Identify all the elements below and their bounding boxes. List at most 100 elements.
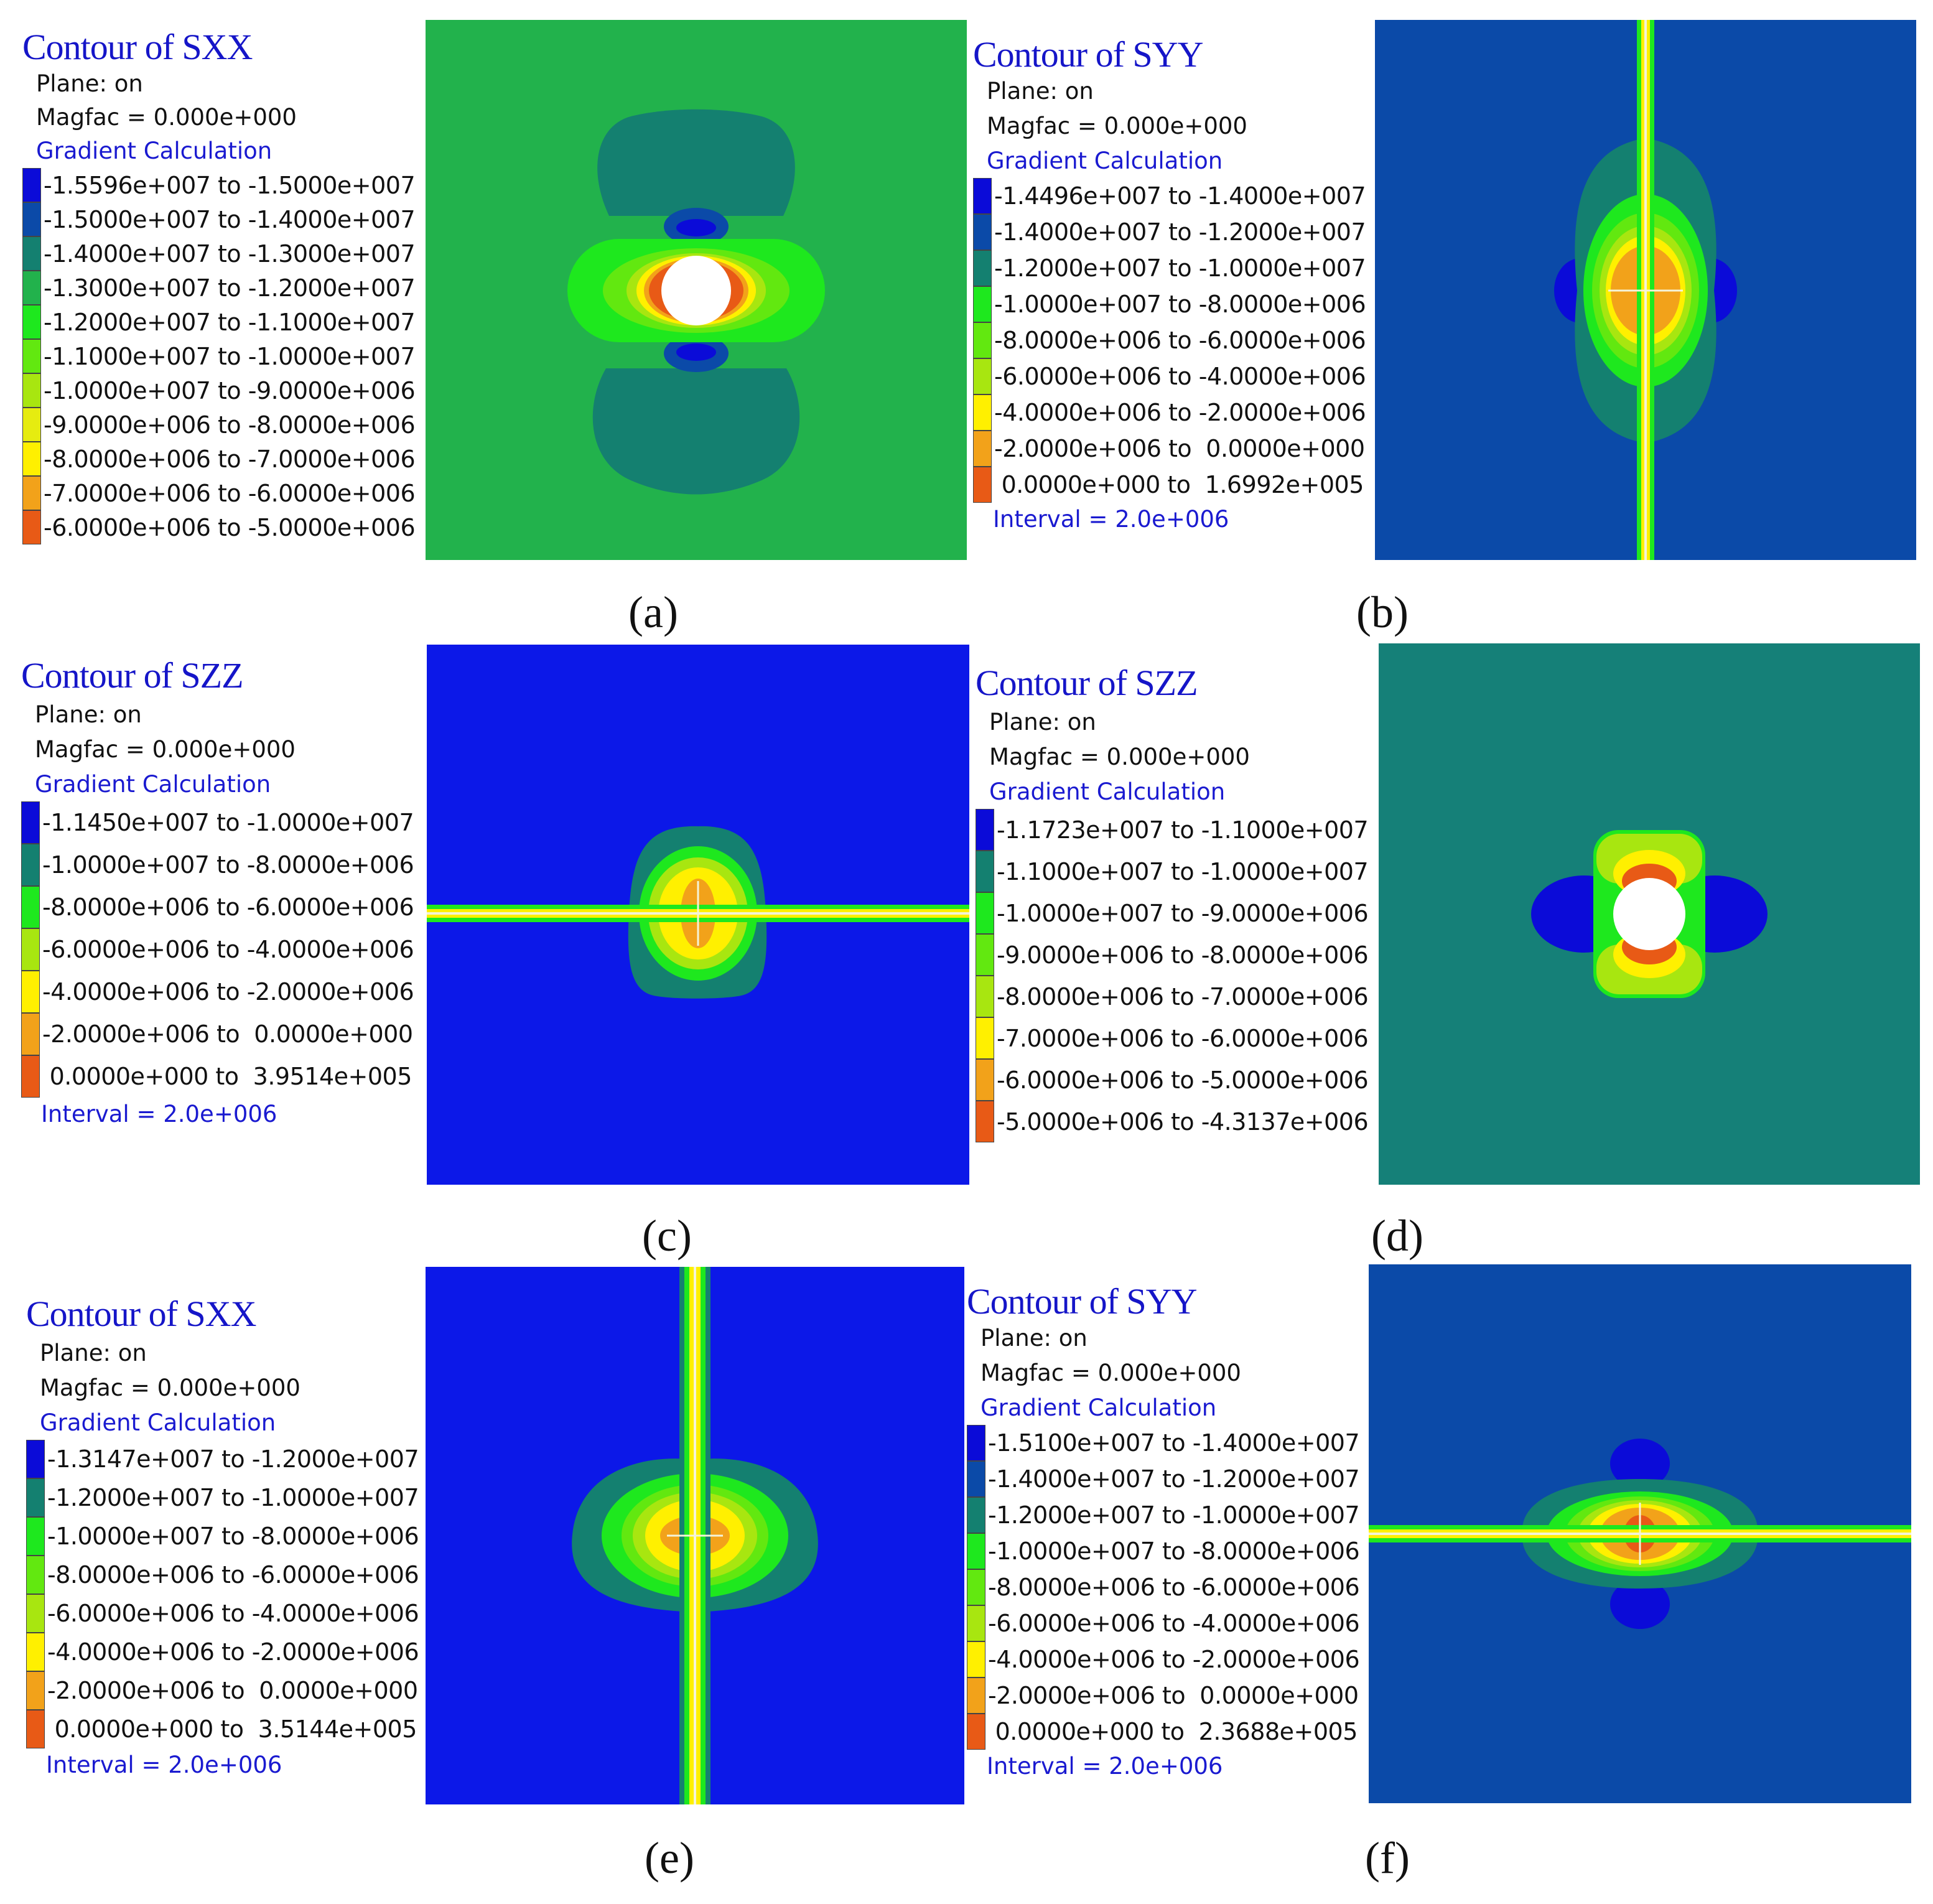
legend-swatch xyxy=(967,1533,985,1569)
legend-range-label: 0.0000e+000 to 2.3688e+005 xyxy=(988,1718,1358,1745)
caption-d: (d) xyxy=(1371,1211,1423,1261)
legend-row: -8.0000e+006 to -6.0000e+006 xyxy=(973,322,1366,358)
legend-swatch xyxy=(26,1633,45,1671)
magfac-value: Magfac = 0.000e+000 xyxy=(987,113,1247,139)
legend-range-label: -1.0000e+007 to -8.0000e+006 xyxy=(988,1538,1360,1565)
legend-row: -1.5000e+007 to -1.4000e+007 xyxy=(22,202,416,236)
legend-row: -6.0000e+006 to -4.0000e+006 xyxy=(973,358,1366,394)
legend-row: -8.0000e+006 to -6.0000e+006 xyxy=(21,886,414,928)
legend-rows: -1.1723e+007 to -1.1000e+007-1.1000e+007… xyxy=(976,809,1369,1142)
legend-range-label: -4.0000e+006 to -2.0000e+006 xyxy=(47,1638,419,1666)
legend-row: -4.0000e+006 to -2.0000e+006 xyxy=(21,971,414,1013)
legend-row: -1.0000e+007 to -8.0000e+006 xyxy=(973,286,1366,322)
caption-a: (a) xyxy=(628,587,678,637)
legend-row: -8.0000e+006 to -7.0000e+006 xyxy=(976,976,1369,1017)
legend-swatch xyxy=(976,934,994,976)
caption-f: (f) xyxy=(1365,1833,1410,1883)
legend-range-label: -1.1723e+007 to -1.1000e+007 xyxy=(997,816,1369,844)
legend-row: -6.0000e+006 to -5.0000e+006 xyxy=(22,510,416,544)
legend-swatch xyxy=(22,510,41,544)
legend-range-label: -1.4000e+007 to -1.3000e+007 xyxy=(44,240,416,268)
contour-patch xyxy=(676,219,716,236)
legend-row: -2.0000e+006 to 0.0000e+000 xyxy=(973,431,1366,467)
legend-swatch xyxy=(967,1641,985,1678)
legend-range-label: -1.2000e+007 to -1.0000e+007 xyxy=(994,254,1366,282)
plane-status: Plane: on xyxy=(36,70,143,97)
legend-row: -1.3000e+007 to -1.2000e+007 xyxy=(22,271,416,305)
borehole xyxy=(661,256,731,325)
borehole xyxy=(1613,878,1685,950)
legend-range-label: -1.0000e+007 to -8.0000e+006 xyxy=(994,291,1366,318)
legend-row: -1.4000e+007 to -1.2000e+007 xyxy=(967,1461,1360,1497)
legend-swatch xyxy=(22,408,41,442)
legend-swatch xyxy=(22,271,41,305)
gradient-label: Gradient Calculation xyxy=(980,1394,1217,1421)
contour-lobe-bottom xyxy=(592,368,800,495)
legend-row: -8.0000e+006 to -6.0000e+006 xyxy=(26,1556,419,1594)
legend-f: Contour of SYY Plane: on Magfac = 0.000e… xyxy=(967,1281,1360,1780)
legend-row: -1.1450e+007 to -1.0000e+007 xyxy=(21,801,414,844)
legend-range-label: -1.4000e+007 to -1.2000e+007 xyxy=(994,218,1366,246)
legend-swatch xyxy=(967,1497,985,1533)
legend-row: -7.0000e+006 to -6.0000e+006 xyxy=(22,476,416,510)
legend-swatch xyxy=(21,928,40,971)
legend-swatch xyxy=(973,214,992,250)
legend-swatch xyxy=(22,373,41,408)
legend-swatch xyxy=(976,851,994,892)
legend-title: Contour of SZZ xyxy=(21,655,244,696)
legend-row: -1.2000e+007 to -1.0000e+007 xyxy=(973,250,1366,286)
legend-range-label: -8.0000e+006 to -7.0000e+006 xyxy=(997,982,1369,1010)
legend-row: -2.0000e+006 to 0.0000e+000 xyxy=(967,1678,1359,1714)
legend-rows: -1.4496e+007 to -1.4000e+007 -1.4000e+007… xyxy=(973,178,1366,503)
contour-patch xyxy=(676,343,716,361)
caption-b: (b) xyxy=(1356,587,1409,637)
legend-range-label: -6.0000e+006 to -4.0000e+006 xyxy=(47,1600,419,1627)
legend-row: 0.0000e+000 to 2.3688e+005 xyxy=(967,1714,1359,1750)
legend-row: -1.1000e+007 to -1.0000e+007 xyxy=(22,339,416,373)
legend-range-label: -2.0000e+006 to 0.0000e+000 xyxy=(988,1682,1359,1709)
plane-status: Plane: on xyxy=(980,1325,1088,1351)
legend-swatch xyxy=(973,286,992,322)
legend-row: -6.0000e+006 to -5.0000e+006 xyxy=(976,1059,1369,1101)
legend-row: -1.4496e+007 to -1.4000e+007 xyxy=(973,178,1366,214)
legend-range-label: -1.2000e+007 to -1.0000e+007 xyxy=(47,1484,419,1511)
plane-status: Plane: on xyxy=(40,1340,147,1366)
legend-row: -1.5596e+007 to -1.5000e+007 xyxy=(22,168,416,202)
legend-swatch xyxy=(21,844,40,886)
legend-swatch xyxy=(26,1517,45,1556)
legend-swatch xyxy=(973,431,992,467)
contour-plot-a xyxy=(426,20,967,560)
legend-row: -8.0000e+006 to -7.0000e+006 xyxy=(22,442,416,476)
magfac-value: Magfac = 0.000e+000 xyxy=(980,1360,1241,1386)
legend-row: -2.0000e+006 to 0.0000e+000 xyxy=(21,1013,414,1055)
legend-rows: -1.5596e+007 to -1.5000e+007 -1.5000e+007… xyxy=(22,168,416,544)
contour-lobe-top xyxy=(597,109,795,216)
legend-d: Contour of SZZ Plane: on Magfac = 0.000e… xyxy=(976,665,1369,1142)
legend-swatch xyxy=(967,1461,985,1497)
legend-title: Contour of SXX xyxy=(22,27,253,67)
legend-swatch xyxy=(973,322,992,358)
legend-row: -1.4000e+007 to -1.2000e+007 xyxy=(973,214,1366,250)
legend-row: -9.0000e+006 to -8.0000e+006 xyxy=(22,408,416,442)
legend-swatch xyxy=(976,1101,994,1142)
legend-range-label: -4.0000e+006 to -2.0000e+006 xyxy=(988,1646,1360,1673)
gradient-label: Gradient Calculation xyxy=(40,1409,276,1436)
legend-c: Contour of SZZ Plane: on Magfac = 0.000e… xyxy=(21,657,414,1127)
legend-row: -1.0000e+007 to -8.0000e+006 xyxy=(26,1517,419,1556)
legend-row: -1.0000e+007 to -9.0000e+006 xyxy=(976,892,1369,934)
contour-plot-e xyxy=(426,1267,964,1804)
legend-row: -9.0000e+006 to -8.0000e+006 xyxy=(976,934,1369,976)
legend-row: 0.0000e+000 to 3.5144e+005 xyxy=(26,1710,419,1748)
legend-swatch xyxy=(967,1678,985,1714)
legend-row: -7.0000e+006 to -6.0000e+006 xyxy=(976,1017,1369,1059)
interval-label: Interval = 2.0e+006 xyxy=(993,506,1229,533)
legend-title: Contour of SYY xyxy=(967,1281,1197,1322)
legend-range-label: -9.0000e+006 to -8.0000e+006 xyxy=(997,941,1369,969)
legend-range-label: -1.5000e+007 to -1.4000e+007 xyxy=(44,205,416,233)
legend-row: -1.2000e+007 to -1.0000e+007 xyxy=(26,1478,419,1517)
legend-swatch xyxy=(973,250,992,286)
gradient-label: Gradient Calculation xyxy=(987,147,1223,174)
legend-b: Contour of SYY Plane: on Magfac = 0.000e… xyxy=(973,36,1366,533)
legend-range-label: -2.0000e+006 to 0.0000e+000 xyxy=(47,1677,418,1704)
legend-swatch xyxy=(26,1478,45,1517)
